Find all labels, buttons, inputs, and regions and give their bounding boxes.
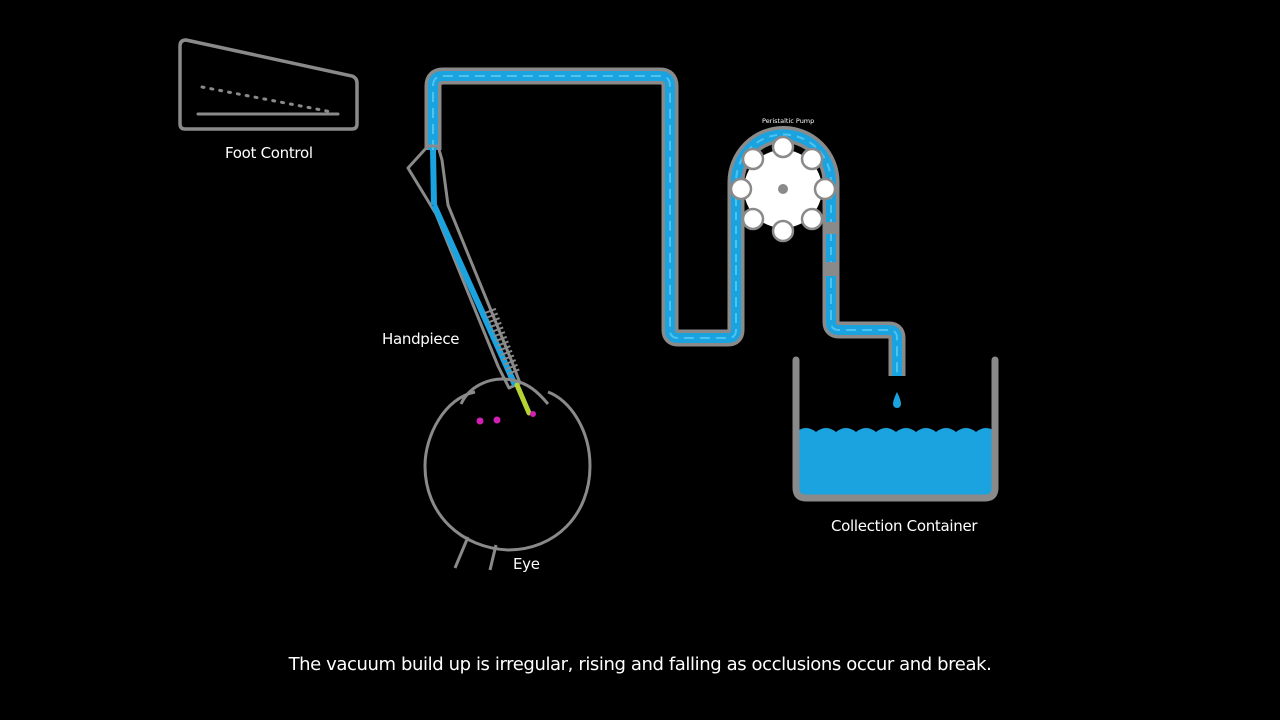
phaco-tip bbox=[514, 382, 532, 416]
handpiece-fluid-lower bbox=[431, 203, 518, 387]
container-label: Collection Container bbox=[831, 517, 978, 535]
handpiece-fluid-upper bbox=[430, 149, 437, 206]
peristaltic-pump bbox=[727, 126, 840, 276]
pump-clamp-upper bbox=[823, 222, 839, 234]
eye-icon bbox=[423, 377, 592, 571]
optic-nerve-left bbox=[453, 536, 470, 569]
handpiece-label: Handpiece bbox=[382, 330, 460, 348]
caption-subtitle: The vacuum build up is irregular, rising… bbox=[288, 654, 992, 675]
pedal-travel-dots bbox=[200, 85, 334, 114]
pump-clamp-lower bbox=[823, 262, 839, 276]
pump-roller-icon bbox=[729, 135, 837, 243]
handpiece-grip bbox=[484, 307, 521, 378]
handpiece-icon bbox=[406, 144, 532, 416]
eye-label: Eye bbox=[513, 555, 540, 573]
optic-nerve-right bbox=[488, 544, 498, 571]
fluid-drop bbox=[893, 392, 901, 408]
foot-control-label: Foot Control bbox=[225, 144, 313, 162]
aspiration-tubing bbox=[424, 67, 906, 376]
fluid-surface bbox=[796, 428, 995, 440]
lens-particle bbox=[530, 411, 536, 417]
lens-particle bbox=[476, 417, 484, 425]
container-icon bbox=[792, 356, 999, 502]
lens-particle bbox=[493, 416, 501, 424]
foot-pedal-icon bbox=[178, 38, 359, 131]
pump-label: Peristaltic Pump bbox=[762, 117, 815, 125]
